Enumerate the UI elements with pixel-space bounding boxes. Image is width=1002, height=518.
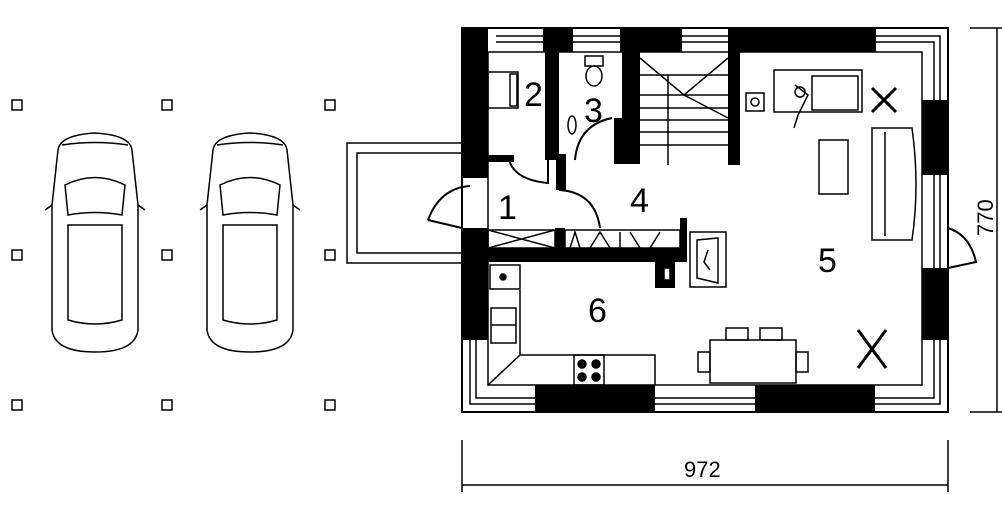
- staircase: [639, 57, 729, 165]
- room-1-label: 1: [498, 189, 517, 227]
- depth-dimension: [970, 27, 1002, 413]
- width-dimension: [461, 440, 949, 492]
- fixtures: [487, 55, 917, 386]
- depth-dimension-label: 770: [973, 199, 998, 236]
- width-dimension-label: 972: [684, 457, 721, 482]
- windows: [469, 35, 941, 405]
- room-2-label: 2: [524, 76, 543, 114]
- room-3-label: 3: [584, 92, 603, 130]
- doors: [427, 117, 978, 269]
- car-1: [44, 132, 146, 353]
- wardrobes: [487, 229, 681, 249]
- building-outline: [461, 27, 949, 413]
- entrance-terrace: [346, 142, 463, 264]
- room-4-label: 4: [630, 182, 649, 220]
- car-2: [199, 132, 301, 353]
- room-6-label: 6: [588, 292, 607, 330]
- room-5-label: 5: [818, 242, 837, 280]
- parking-posts: [11, 99, 336, 411]
